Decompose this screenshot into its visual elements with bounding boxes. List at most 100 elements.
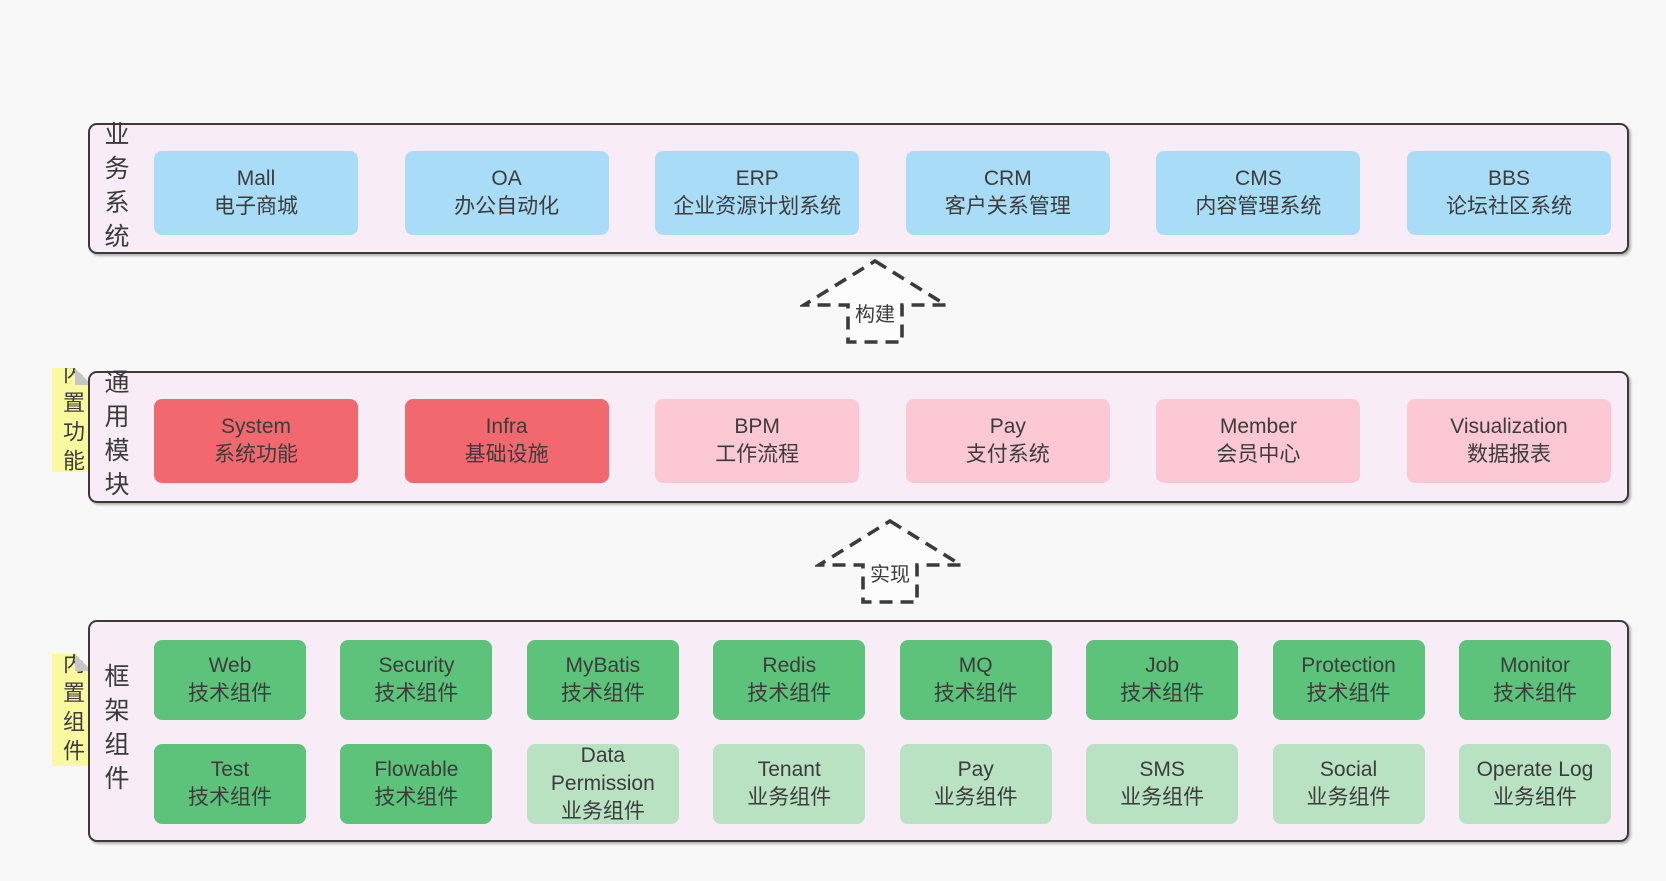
box-mall: Mall 电子商城 [154, 151, 358, 235]
box-subtitle: 技术组件 [1306, 682, 1391, 705]
box-title: System [220, 415, 291, 438]
box-infra: Infra 基础设施 [404, 399, 609, 483]
panel-label-business: 业务系统 [101, 120, 129, 257]
box-pay-component: Pay 业务组件 [899, 744, 1052, 824]
implement-arrow: 实现 [815, 518, 965, 606]
box-oa: OA 办公自动化 [404, 151, 609, 235]
up-arrow-icon [815, 518, 965, 604]
box-title: OA [491, 167, 522, 190]
box-job: Job 技术组件 [1086, 640, 1239, 720]
box-security: Security 技术组件 [340, 640, 493, 720]
box-mybatis: MyBatis 技术组件 [526, 640, 679, 720]
box-title: Security [378, 654, 455, 677]
box-subtitle: 技术组件 [560, 682, 645, 705]
box-subtitle: 会员中心 [1216, 443, 1301, 466]
box-subtitle: 工作流程 [715, 443, 800, 466]
box-subtitle: 业务组件 [933, 786, 1018, 809]
box-subtitle: 支付系统 [965, 443, 1050, 466]
business-systems-panel: 业务系统 Mall 电子商城 OA 办公自动化 ERP 企业资源计划系统 CRM… [88, 120, 1629, 257]
panel-label-modules: 通用模块 [101, 369, 129, 505]
box-title: BPM [734, 415, 780, 438]
box-visualization: Visualization 数据报表 [1406, 399, 1611, 483]
box-subtitle: 业务组件 [560, 800, 645, 823]
box-subtitle: 业务组件 [1492, 786, 1577, 809]
box-subtitle: 论坛社区系统 [1445, 195, 1572, 218]
box-subtitle: 客户关系管理 [944, 195, 1071, 218]
box-title: Operate Log [1476, 758, 1594, 781]
box-subtitle: 技术组件 [374, 786, 459, 809]
box-title: Test [210, 758, 250, 781]
framework-components-panel: 框架组件 Web 技术组件 Security 技术组件 MyBatis 技术组件… [88, 620, 1629, 842]
box-title: Mall [236, 167, 276, 190]
arrow-label: 构建 [855, 303, 895, 326]
box-title: Tenant [757, 758, 821, 781]
box-title: ERP [735, 167, 779, 190]
box-title: Monitor [1499, 654, 1570, 677]
box-title: MyBatis [565, 654, 641, 677]
box-sms: SMS 业务组件 [1086, 744, 1239, 824]
box-title: Pay [957, 758, 994, 781]
sticky-tab-built-in-components: 内置组件 [52, 654, 92, 766]
box-title: Data Permission [550, 744, 655, 795]
box-social: Social 业务组件 [1272, 744, 1425, 824]
box-mq: MQ 技术组件 [899, 640, 1052, 720]
box-redis: Redis 技术组件 [713, 640, 866, 720]
box-title: CRM [983, 167, 1032, 190]
box-subtitle: 技术组件 [188, 682, 272, 705]
business-box-row: Mall 电子商城 OA 办公自动化 ERP 企业资源计划系统 CRM 客户关系… [154, 151, 1611, 235]
box-subtitle: 业务组件 [747, 786, 832, 809]
box-subtitle: 企业资源计划系统 [673, 195, 842, 218]
box-title: BBS [1487, 167, 1530, 190]
box-title: Member [1219, 415, 1297, 438]
box-subtitle: 技术组件 [1120, 682, 1205, 705]
box-pay-system: Pay 支付系统 [905, 399, 1110, 483]
box-erp: ERP 企业资源计划系统 [655, 151, 860, 235]
box-data-permission: Data Permission 业务组件 [526, 744, 679, 824]
sticky-tab-built-in-features: 内置功能 [52, 368, 92, 472]
box-subtitle: 内容管理系统 [1195, 195, 1322, 218]
box-system: System 系统功能 [154, 399, 358, 483]
arrow-label: 实现 [870, 563, 910, 586]
box-subtitle: 技术组件 [188, 786, 272, 809]
box-title: Pay [989, 415, 1026, 438]
common-modules-panel: 通用模块 System 系统功能 Infra 基础设施 BPM 工作流程 Pay… [88, 369, 1629, 505]
box-bbs: BBS 论坛社区系统 [1406, 151, 1611, 235]
framework-box-row-1: Web 技术组件 Security 技术组件 MyBatis 技术组件 Redi… [154, 640, 1611, 720]
box-monitor: Monitor 技术组件 [1458, 640, 1611, 720]
box-title: SMS [1139, 758, 1185, 781]
box-subtitle: 电子商城 [214, 195, 298, 218]
panel-label-framework: 框架组件 [101, 663, 129, 799]
box-subtitle: 基础设施 [464, 443, 549, 466]
box-title: CMS [1235, 167, 1282, 190]
box-tenant: Tenant 业务组件 [713, 744, 866, 824]
box-title: Visualization [1450, 415, 1568, 438]
box-title: MQ [958, 654, 993, 677]
sticky-tab-label: 内置组件 [60, 652, 85, 768]
box-operate-log: Operate Log 业务组件 [1458, 744, 1611, 824]
box-subtitle: 业务组件 [1306, 786, 1391, 809]
box-title: Flowable [374, 758, 459, 781]
box-subtitle: 技术组件 [374, 682, 459, 705]
box-title: Social [1319, 758, 1378, 781]
framework-box-row-2: Test 技术组件 Flowable 技术组件 Data Permission … [154, 744, 1611, 824]
box-subtitle: 技术组件 [933, 682, 1018, 705]
box-subtitle: 技术组件 [747, 682, 832, 705]
box-test: Test 技术组件 [154, 744, 306, 824]
box-title: Protection [1301, 654, 1396, 677]
up-arrow-icon [800, 258, 950, 344]
box-bpm: BPM 工作流程 [655, 399, 860, 483]
box-flowable: Flowable 技术组件 [340, 744, 493, 824]
box-cms: CMS 内容管理系统 [1156, 151, 1361, 235]
build-arrow: 构建 [800, 258, 950, 346]
box-subtitle: 业务组件 [1120, 786, 1205, 809]
box-title: Redis [762, 654, 817, 677]
modules-box-row: System 系统功能 Infra 基础设施 BPM 工作流程 Pay 支付系统… [154, 399, 1611, 483]
box-title: Web [208, 654, 252, 677]
box-subtitle: 数据报表 [1466, 443, 1551, 466]
box-protection: Protection 技术组件 [1272, 640, 1425, 720]
box-subtitle: 技术组件 [1492, 682, 1577, 705]
box-title: Job [1145, 654, 1180, 677]
box-title: Infra [485, 415, 528, 438]
box-subtitle: 办公自动化 [454, 195, 560, 218]
